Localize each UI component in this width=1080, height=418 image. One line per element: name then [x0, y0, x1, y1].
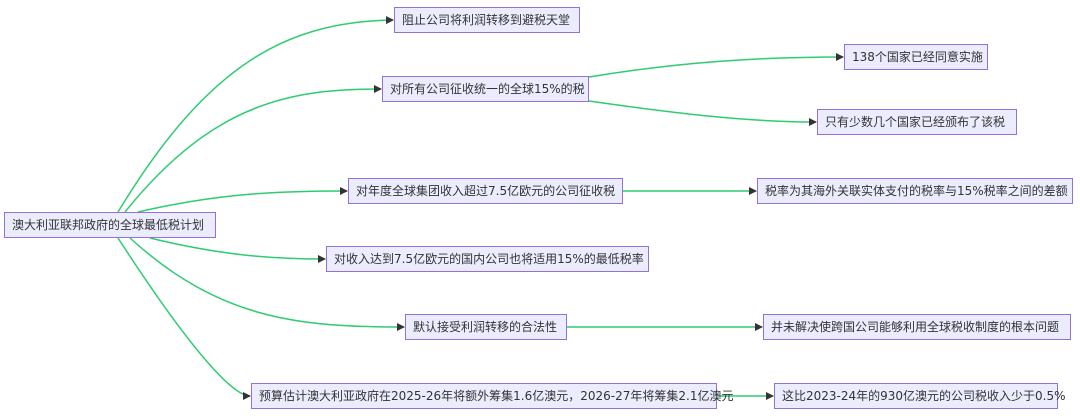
edge-root-n2: [124, 85, 382, 213]
node-n4: 对收入达到7.5亿欧元的国内公司也将适用15%的最低税率: [326, 246, 649, 272]
edge-n2-n2a: [588, 53, 844, 78]
node-n3a: 税率为其海外关联实体支付的税率与15%税率之间的差额: [757, 178, 1073, 204]
node-n5a: 并未解决使跨国公司能够利用全球税收制度的根本问题: [763, 314, 1071, 340]
edge-n2-n2b: [588, 100, 817, 126]
edge-root-n6: [117, 237, 251, 400]
edge-root-n4: [149, 237, 326, 263]
node-n6: 预算估计澳大利亚政府在2025-26年将额外筹集1.6亿澳元，2026-27年将…: [251, 383, 733, 409]
node-root: 澳大利亚联邦政府的全球最低税计划: [4, 212, 216, 238]
node-n1: 阻止公司将利润转移到避税天堂: [394, 7, 580, 33]
node-n2a: 138个国家已经同意实施: [844, 44, 988, 70]
node-n2: 对所有公司征收统一的全球15%的税: [382, 76, 589, 102]
edge-root-n3: [137, 187, 348, 213]
node-n2b: 只有少数几个国家已经颁布了该税: [817, 109, 1017, 135]
edge-root-n5: [129, 237, 405, 331]
node-n3: 对年度全球集团收入超过7.5亿欧元的公司征收税: [348, 178, 623, 204]
node-n5: 默认接受利润转移的合法性: [405, 314, 567, 340]
edge-root-n1: [117, 16, 394, 213]
node-n6a: 这比2023-24年的930亿澳元的公司税收入少于0.5%: [774, 383, 1066, 409]
